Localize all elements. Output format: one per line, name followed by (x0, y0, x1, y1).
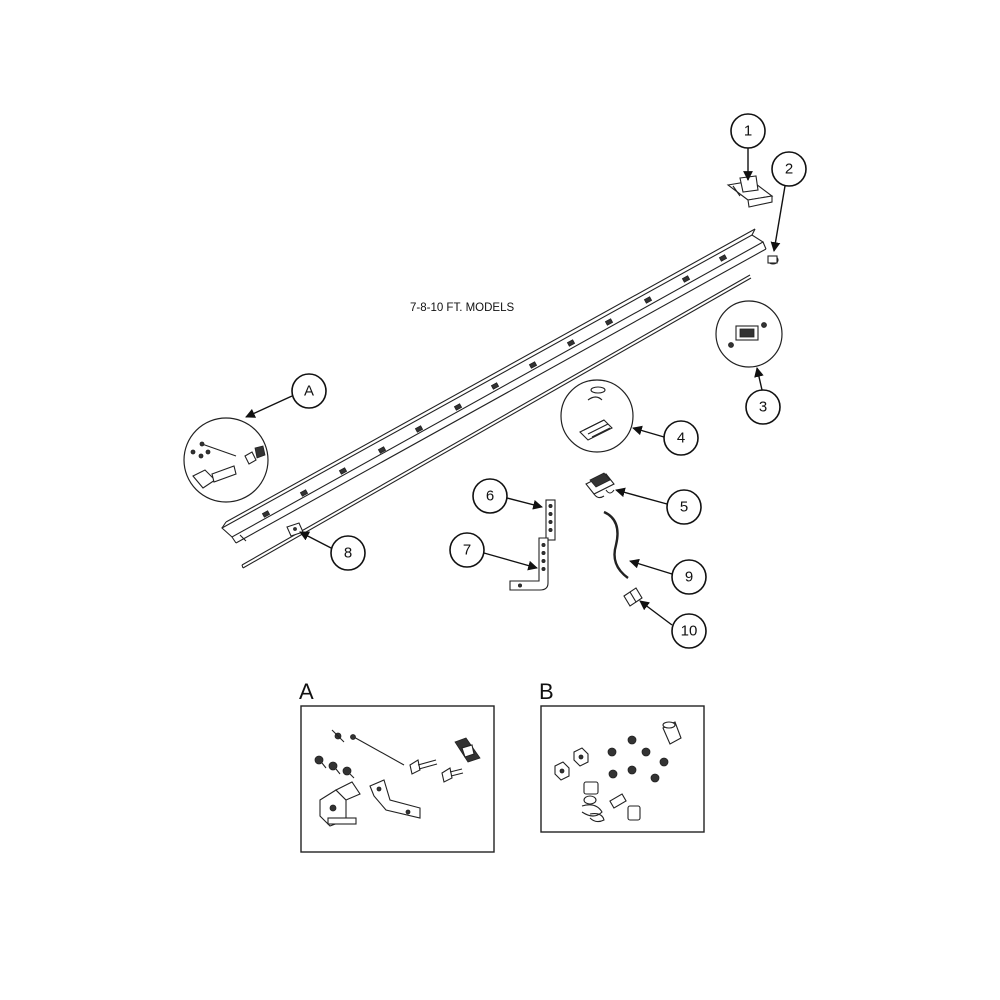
callout-1: 1 (730, 113, 766, 181)
svg-text:9: 9 (685, 569, 693, 586)
svg-text:4: 4 (677, 430, 685, 447)
part-5-carriage (585, 472, 615, 499)
rail-slots (261, 254, 728, 518)
svg-text:A: A (304, 383, 314, 400)
svg-text:6: 6 (486, 488, 494, 505)
part-2-cylinder (767, 255, 779, 265)
callout-9: 9 (629, 558, 707, 595)
kit-a-label: A (299, 679, 314, 704)
part-9-cord (603, 510, 629, 579)
svg-text:2: 2 (785, 161, 793, 178)
rod (241, 274, 752, 569)
svg-text:8: 8 (344, 545, 352, 562)
kit-a: A (299, 679, 495, 853)
part-10-handle (623, 587, 643, 607)
callout-3: 3 (745, 367, 781, 425)
svg-text:3: 3 (759, 399, 767, 416)
kit-a-parts (314, 729, 481, 827)
part-1-bracket (726, 175, 774, 208)
part-3-detail (715, 300, 783, 368)
callout-8: 8 (299, 531, 366, 571)
callout-10: 10 (639, 600, 707, 649)
part-6-strap (545, 499, 556, 541)
svg-text:1: 1 (744, 123, 752, 140)
part-7-arm (509, 537, 549, 591)
rail (221, 228, 767, 544)
callout-5: 5 (615, 487, 702, 525)
svg-text:10: 10 (681, 623, 698, 640)
callout-4: 4 (632, 420, 699, 456)
kit-b-parts (554, 721, 682, 823)
callout-2: 2 (770, 151, 807, 252)
svg-text:7: 7 (463, 542, 471, 559)
svg-text:5: 5 (680, 499, 688, 516)
model-label: 7-8-10 FT. MODELS (410, 302, 514, 314)
part-8-bracket (286, 522, 304, 537)
detail-a (183, 417, 269, 503)
callout-7: 7 (449, 532, 538, 571)
part-4-detail (560, 379, 634, 453)
kit-b-label: B (539, 679, 554, 704)
callout-a: A (245, 373, 327, 418)
kit-b: B (539, 679, 705, 833)
callout-6: 6 (472, 478, 543, 514)
